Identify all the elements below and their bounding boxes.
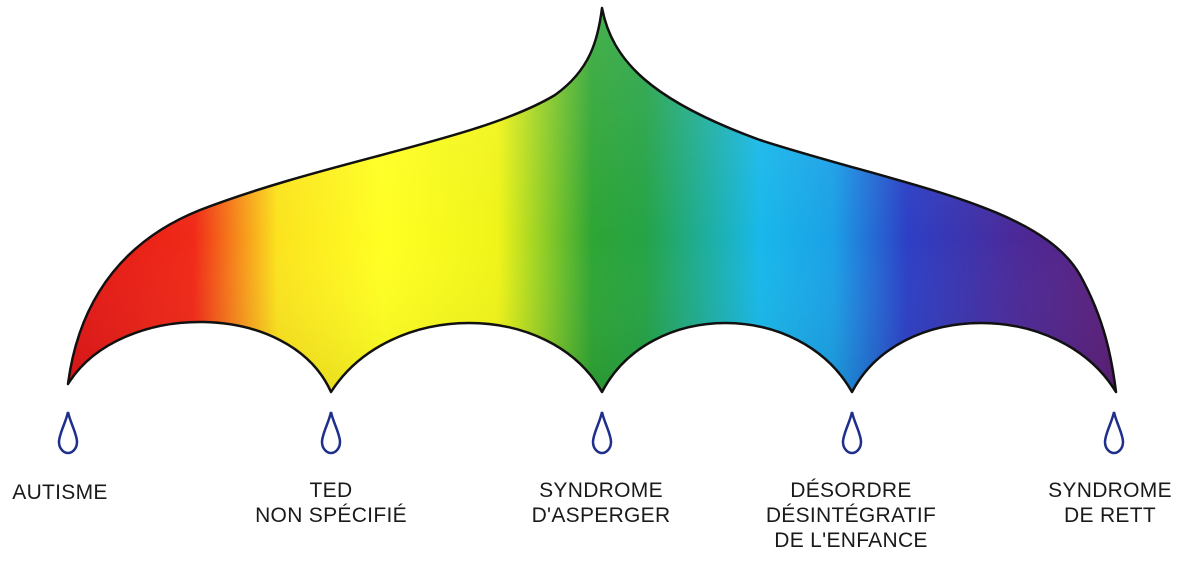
label-line: SYNDROME <box>990 478 1188 503</box>
label-autisme: AUTISME <box>0 480 180 505</box>
raindrop-icon <box>322 412 340 453</box>
label-line: DE L'ENFANCE <box>731 528 971 553</box>
label-line: TED <box>211 478 451 503</box>
label-desordre-desintegratif: DÉSORDRE DÉSINTÉGRATIF DE L'ENFANCE <box>731 478 971 553</box>
label-line: SYNDROME <box>481 478 721 503</box>
label-line: DÉSINTÉGRATIF <box>731 503 971 528</box>
label-line: D'ASPERGER <box>481 503 721 528</box>
label-line: AUTISME <box>0 480 180 505</box>
raindrop-icon <box>593 412 611 453</box>
label-ted-non-specifie: TED NON SPÉCIFIÉ <box>211 478 451 528</box>
label-line: DÉSORDRE <box>731 478 971 503</box>
label-line: DE RETT <box>990 503 1188 528</box>
label-syndrome-rett: SYNDROME DE RETT <box>990 478 1188 528</box>
label-line: NON SPÉCIFIÉ <box>211 503 451 528</box>
raindrop-icon <box>1105 412 1123 453</box>
raindrop-icon <box>843 412 861 453</box>
label-syndrome-asperger: SYNDROME D'ASPERGER <box>481 478 721 528</box>
raindrop-icon <box>59 412 77 453</box>
